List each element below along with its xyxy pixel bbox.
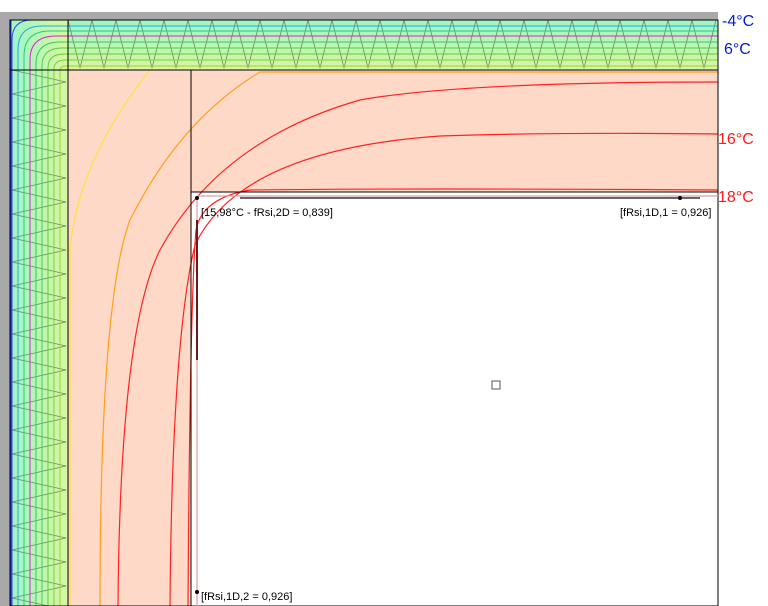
annotation-fRsi-1d-2: [fRsi,1D,2 = 0,926] <box>201 591 292 603</box>
label-minus4: -4°C <box>722 13 754 30</box>
isotherms-masonry <box>69 69 719 606</box>
fRsi-1d-1-point-marker <box>678 196 682 200</box>
insulation-left <box>10 20 68 606</box>
fRsi-1d-2-point-marker <box>195 590 199 594</box>
label-6: 6°C <box>724 41 751 58</box>
insulation-top <box>10 20 718 70</box>
masonry-left <box>68 70 191 606</box>
corner-point-marker <box>195 196 199 200</box>
label-18: 18°C <box>718 189 754 206</box>
wall-outlines <box>9 19 719 606</box>
annotation-corner-2d: [15,98°C - fRsi,2D = 0,839] <box>201 207 333 219</box>
selection-handle[interactable] <box>491 380 501 390</box>
insulation-hatch-top <box>67 19 717 69</box>
annotation-fRsi-1d-1: [fRsi,1D,1 = 0,926] <box>620 207 711 219</box>
exterior-render-left <box>0 12 10 606</box>
interior-space <box>191 192 768 606</box>
hatch-zigzag-top <box>67 19 717 69</box>
label-16: 16°C <box>718 131 754 148</box>
isotherms-insulation <box>11 19 718 606</box>
exterior-render-top <box>0 12 718 20</box>
